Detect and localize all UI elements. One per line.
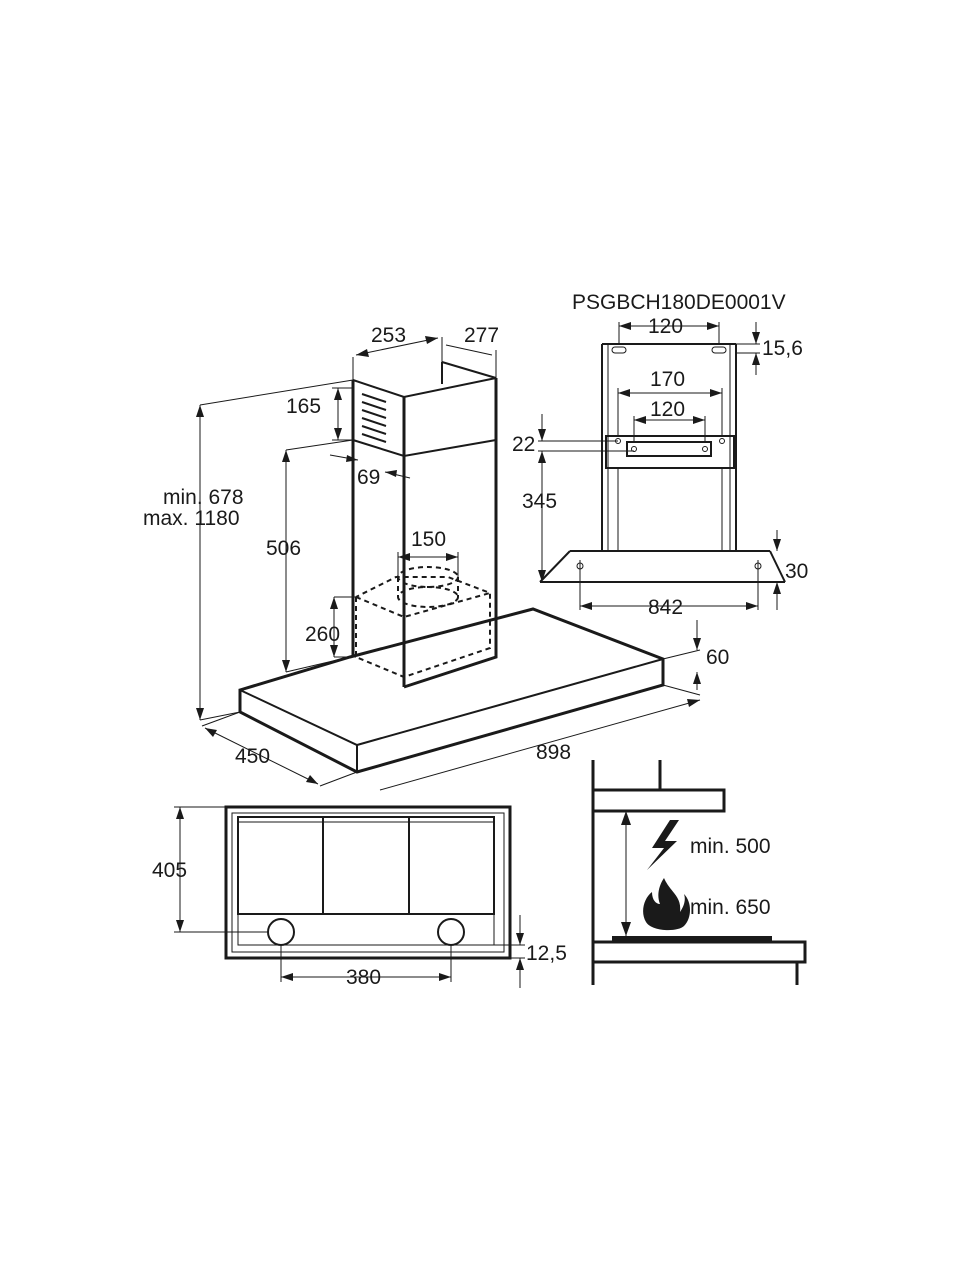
depth-label: 405 [152, 859, 187, 882]
model-code: PSGBCH180DE0001V [572, 291, 786, 314]
chimney-width-label: 253 [371, 324, 406, 347]
chimney-height-label: 506 [266, 537, 301, 560]
light-spacing-label: 380 [346, 966, 381, 989]
top-hole-spacing-label: 120 [648, 315, 683, 338]
chimney-depth-label: 277 [464, 324, 499, 347]
vent-offset-label: 69 [357, 466, 380, 489]
bottom-offset-label: 30 [785, 560, 808, 583]
motor-height-label: 260 [305, 623, 340, 646]
bottom-hole-spacing-label: 842 [648, 596, 683, 619]
height-min-label: min. 678 [163, 486, 244, 509]
top-offset-label: 15,6 [762, 337, 803, 360]
lightning-icon [647, 820, 679, 870]
electric-min-label: min. 500 [690, 835, 771, 858]
canopy-depth-label: 450 [235, 745, 270, 768]
inner-hole-spacing-label: 120 [650, 398, 685, 421]
duct-diameter-label: 150 [411, 528, 446, 551]
bracket-view: PSGBCH180DE0001V [512, 291, 808, 619]
height-max-label: max. 1180 [143, 507, 240, 530]
canopy-thickness-label: 60 [706, 646, 729, 669]
light-offset-label: 12,5 [526, 942, 567, 965]
bracket-distance-label: 345 [522, 490, 557, 513]
canopy-width-label: 898 [536, 741, 571, 764]
hood-isometric-view: 253 277 165 69 min. 678 max. 1180 506 15… [143, 324, 729, 791]
gas-min-label: min. 650 [690, 896, 771, 919]
grille-height-label: 165 [286, 395, 321, 418]
flame-icon [643, 878, 690, 931]
clearance-view: min. 500 min. 650 [591, 760, 807, 985]
outer-hole-spacing-label: 170 [650, 368, 685, 391]
bottom-view: 405 380 12,5 [152, 805, 567, 989]
bracket-height-label: 22 [512, 433, 535, 456]
